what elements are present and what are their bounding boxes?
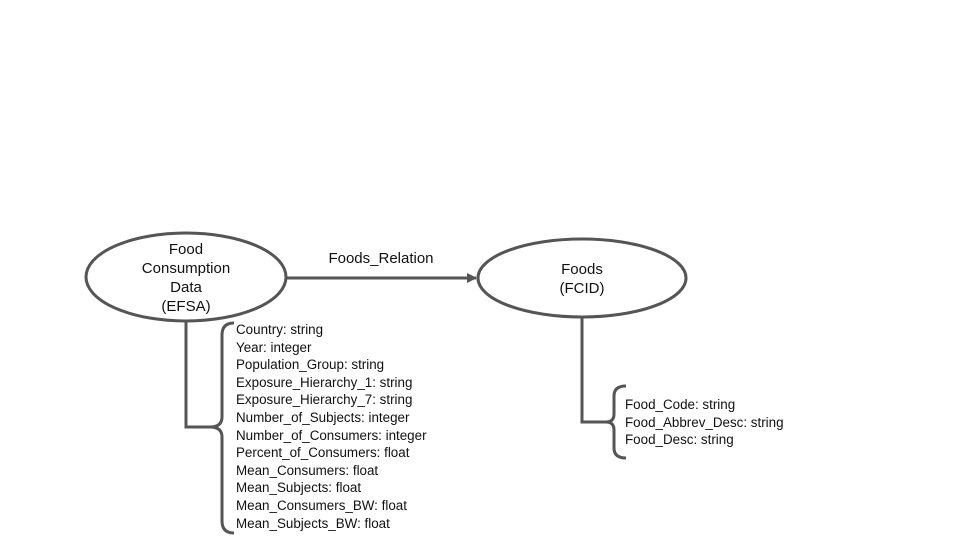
- node-food-consumption-attribute-list: Country: string Year: integer Population…: [236, 322, 427, 531]
- node-foods: Foods (FCID): [476, 237, 688, 319]
- node-foods-attribute-brace: [605, 384, 627, 460]
- attribute-item: Year: integer: [236, 340, 312, 355]
- attribute-item: Country: string: [236, 322, 323, 337]
- node-food-consumption: Food Consumption Data (EFSA): [84, 231, 288, 323]
- attribute-item: Food_Code: string: [625, 397, 735, 412]
- attribute-item: Mean_Subjects: float: [236, 480, 361, 495]
- attribute-item: Number_of_Consumers: integer: [236, 428, 427, 443]
- attribute-item: Percent_of_Consumers: float: [236, 445, 410, 460]
- attribute-item: Mean_Subjects_BW: float: [236, 516, 390, 531]
- node-food-consumption-label-line-3: Data: [170, 279, 202, 296]
- node-food-consumption-label-line-4: (EFSA): [161, 298, 210, 315]
- node-food-consumption-label-line-2: Consumption: [142, 260, 230, 277]
- attribute-item: Number_of_Subjects: integer: [236, 410, 410, 425]
- node-foods-label-line-1: Foods: [561, 261, 603, 278]
- attribute-item: Food_Abbrev_Desc: string: [625, 415, 784, 430]
- attribute-item: Exposure_Hierarchy_7: string: [236, 392, 412, 407]
- node-foods-connector: [580, 317, 610, 424]
- node-foods-ellipse: [476, 237, 688, 319]
- node-food-consumption-label-line-1: Food: [169, 241, 203, 258]
- node-foods-label-line-2: (FCID): [560, 280, 605, 297]
- attribute-item: Population_Group: string: [236, 357, 384, 372]
- attribute-item: Food_Desc: string: [625, 432, 734, 447]
- edge-foods-relation-label: Foods_Relation: [328, 250, 433, 267]
- node-food-consumption-attribute-brace: [209, 321, 235, 535]
- node-foods-attribute-list: Food_Code: string Food_Abbrev_Desc: stri…: [625, 397, 784, 447]
- node-food-consumption-connector: [184, 321, 212, 429]
- attribute-item: Mean_Consumers: float: [236, 463, 378, 478]
- attribute-item: Mean_Consumers_BW: float: [236, 498, 407, 513]
- attribute-item: Exposure_Hierarchy_1: string: [236, 375, 412, 390]
